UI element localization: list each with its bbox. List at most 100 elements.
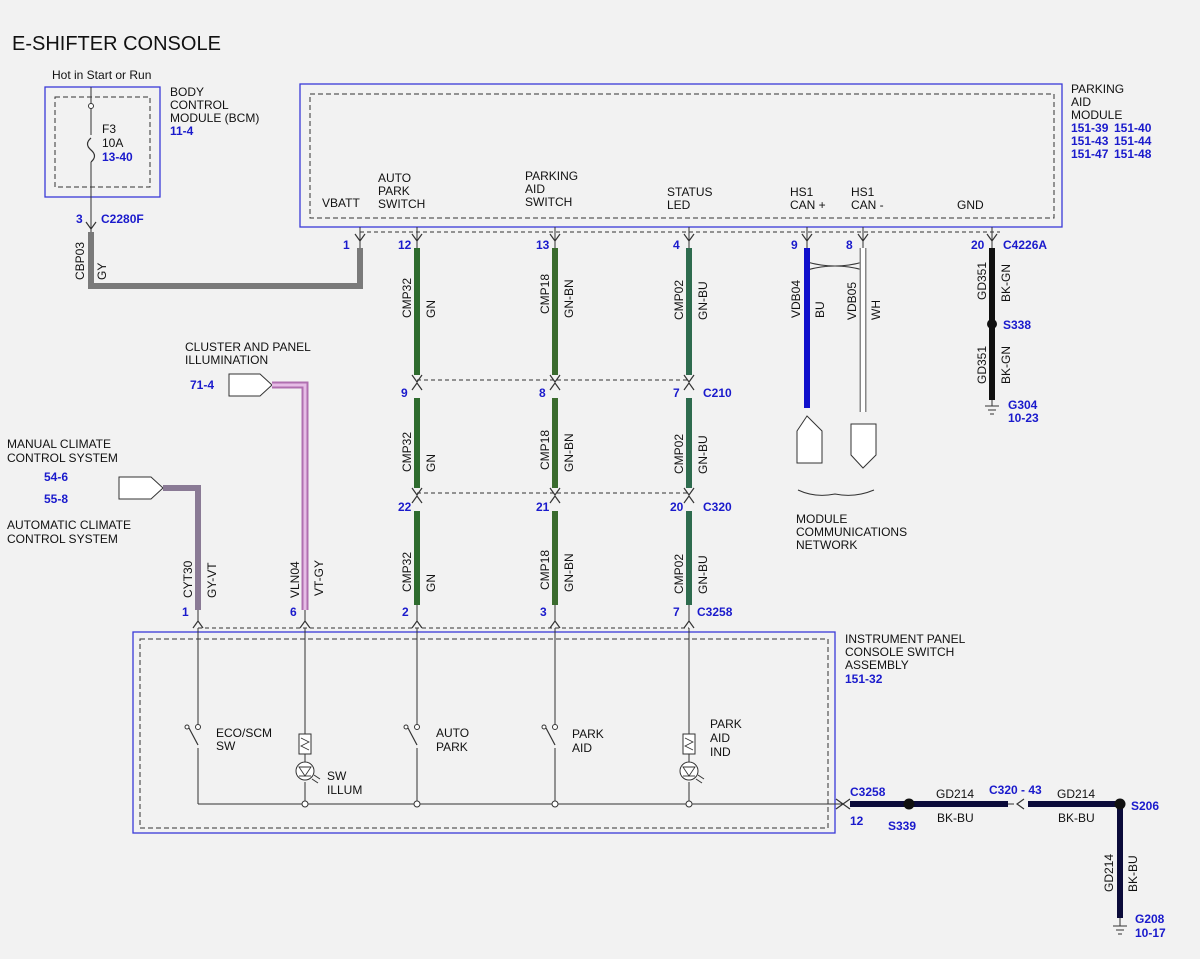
cmp18-circuit-1: CMP18 bbox=[538, 274, 552, 314]
sw-illum-label-2: ILLUM bbox=[327, 783, 362, 797]
vln04-color: VT-GY bbox=[312, 560, 326, 596]
pam-pin-8: 8 bbox=[846, 238, 853, 252]
pam-ref-2b: 151-44 bbox=[1114, 134, 1152, 148]
network-label-2: COMMUNICATIONS bbox=[796, 525, 907, 539]
pam-name-2: AID bbox=[1071, 95, 1091, 109]
cmp32-circuit-3: CMP32 bbox=[400, 552, 414, 592]
c210-pin-9: 9 bbox=[401, 386, 408, 400]
gd214-color-3: BK-BU bbox=[1126, 855, 1140, 892]
pam-pin-label-pas-2: AID bbox=[525, 182, 545, 196]
splice-s206-label: S206 bbox=[1131, 799, 1159, 813]
bcm-ref: 11-4 bbox=[170, 124, 194, 138]
cmp18-color-3: GN-BN bbox=[562, 553, 576, 592]
bcm-pin: 3 bbox=[76, 212, 83, 226]
cyt30-circuit: CYT30 bbox=[181, 560, 195, 598]
manual-climate-1: MANUAL CLIMATE bbox=[7, 437, 111, 451]
gd214-color-2: BK-BU bbox=[1058, 811, 1095, 825]
network-label-1: MODULE bbox=[796, 512, 847, 526]
c320-label: C320 bbox=[703, 500, 732, 514]
c210-label: C210 bbox=[703, 386, 732, 400]
pam-name-3: MODULE bbox=[1071, 108, 1122, 122]
auto-park-label-2: PARK bbox=[436, 740, 468, 754]
pam-pin-label-canm-2: CAN - bbox=[851, 198, 884, 212]
park-aid-ind-lamp bbox=[679, 733, 705, 784]
cmp18-circuit-2: CMP18 bbox=[538, 430, 552, 470]
twisted-pair-icon bbox=[806, 261, 864, 271]
park-aid-ind-label-1: PARK bbox=[710, 717, 742, 731]
bcm-hot-label: Hot in Start or Run bbox=[52, 68, 151, 82]
connector-c3258: 1 6 2 3 7 C3258 bbox=[182, 605, 733, 629]
cluster-ref: 71-4 bbox=[190, 378, 214, 392]
switch-wires: CMP32 GN CMP18 GN-BN CMP02 GN-BU CMP32 G… bbox=[400, 248, 710, 605]
cyt30-color: GY-VT bbox=[205, 562, 219, 598]
bcm-connector: C2280F bbox=[101, 212, 144, 226]
pam-ref-2a: 151-43 bbox=[1071, 134, 1109, 148]
network-label-3: NETWORK bbox=[796, 538, 857, 552]
c3258-pin-3: 3 bbox=[540, 605, 547, 619]
c320-pin-20: 20 bbox=[670, 500, 684, 514]
pam-pin-label-canp-2: CAN + bbox=[790, 198, 826, 212]
ipcs-name-1: INSTRUMENT PANEL bbox=[845, 632, 966, 646]
cluster-arrow-icon bbox=[228, 373, 273, 397]
ground-path-g208: C3258 12 S339 GD214 BK-BU C320 - 43 GD21… bbox=[835, 783, 1166, 940]
cluster-label-1: CLUSTER AND PANEL bbox=[185, 340, 311, 354]
cmp02-color-3: GN-BU bbox=[696, 555, 710, 594]
park-aid-ind-label-3: IND bbox=[710, 745, 731, 759]
eco-scm-label-2: SW bbox=[216, 739, 236, 753]
splice-s339-label: S339 bbox=[888, 819, 916, 833]
ipcs-inner-box bbox=[139, 638, 829, 829]
cmp18-color-2: GN-BN bbox=[562, 433, 576, 472]
connector-arrow-icon bbox=[1015, 798, 1025, 810]
fuse-name: F3 bbox=[102, 122, 116, 136]
pam-ref-3b: 151-48 bbox=[1114, 147, 1152, 161]
splice-s339 bbox=[903, 798, 915, 810]
diagram-title: E-SHIFTER CONSOLE bbox=[12, 33, 221, 55]
pam-box bbox=[299, 83, 1063, 228]
fuse-rating: 10A bbox=[102, 136, 123, 150]
ipcs-name-3: ASSEMBLY bbox=[845, 658, 909, 672]
cmp32-color-1: GN bbox=[424, 300, 438, 318]
vdb05-color: WH bbox=[869, 300, 883, 320]
inline-connector-c320: 22 21 20 C320 bbox=[398, 487, 732, 514]
cmp02-circuit-3: CMP02 bbox=[672, 554, 686, 594]
pam-pin-label-autopark-1: AUTO bbox=[378, 171, 411, 185]
pam-pin-label-autopark-3: SWITCH bbox=[378, 197, 425, 211]
auto-climate-1: AUTOMATIC CLIMATE bbox=[7, 518, 131, 532]
pam-ref-3a: 151-47 bbox=[1071, 147, 1109, 161]
gd214-circuit-3: GD214 bbox=[1102, 854, 1116, 892]
pam-name-1: PARKING bbox=[1071, 82, 1124, 96]
cmp02-color-2: GN-BU bbox=[696, 435, 710, 474]
c3258-label: C3258 bbox=[697, 605, 733, 619]
cmp02-color-1: GN-BU bbox=[696, 281, 710, 320]
pam-pin-1: 1 bbox=[343, 238, 350, 252]
gd351-circuit-1: GD351 bbox=[975, 262, 989, 300]
pam-pin-label-canp-1: HS1 bbox=[790, 185, 814, 199]
ground-icon bbox=[985, 400, 999, 415]
c210-pin-8: 8 bbox=[539, 386, 546, 400]
c320-pin-21: 21 bbox=[536, 500, 550, 514]
switch-icon bbox=[407, 727, 418, 746]
ipcs-name-2: CONSOLE SWITCH bbox=[845, 645, 954, 659]
vdb05-circuit: VDB05 bbox=[845, 282, 859, 320]
park-aid-label-2: AID bbox=[572, 741, 592, 755]
gd351-color-2: BK-GN bbox=[999, 346, 1013, 384]
switch-icon bbox=[545, 727, 556, 746]
switch-auto-park bbox=[403, 724, 420, 746]
gd214-circuit-2: GD214 bbox=[1057, 787, 1095, 801]
ground-icon bbox=[1113, 918, 1127, 935]
manual-climate-ref: 54-6 bbox=[44, 470, 68, 484]
pam-pin-label-vbatt: VBATT bbox=[322, 196, 360, 210]
sw-illum-label-1: SW bbox=[327, 769, 347, 783]
auto-climate-2: CONTROL SYSTEM bbox=[7, 532, 118, 546]
inline-connector-c210: 9 8 7 C210 bbox=[401, 374, 732, 400]
pam-pin-label-canm-1: HS1 bbox=[851, 185, 875, 199]
manual-climate-2: CONTROL SYSTEM bbox=[7, 451, 118, 465]
bcm-name-2: CONTROL bbox=[170, 98, 229, 112]
gd214-color-1: BK-BU bbox=[937, 811, 974, 825]
pam-pin-9: 9 bbox=[791, 238, 798, 252]
connector-arrow-icon bbox=[85, 221, 97, 231]
c3258-pin-6: 6 bbox=[290, 605, 297, 619]
led-icon bbox=[679, 761, 699, 781]
fuse-ref: 13-40 bbox=[102, 150, 133, 164]
auto-park-label-1: AUTO bbox=[436, 726, 469, 740]
